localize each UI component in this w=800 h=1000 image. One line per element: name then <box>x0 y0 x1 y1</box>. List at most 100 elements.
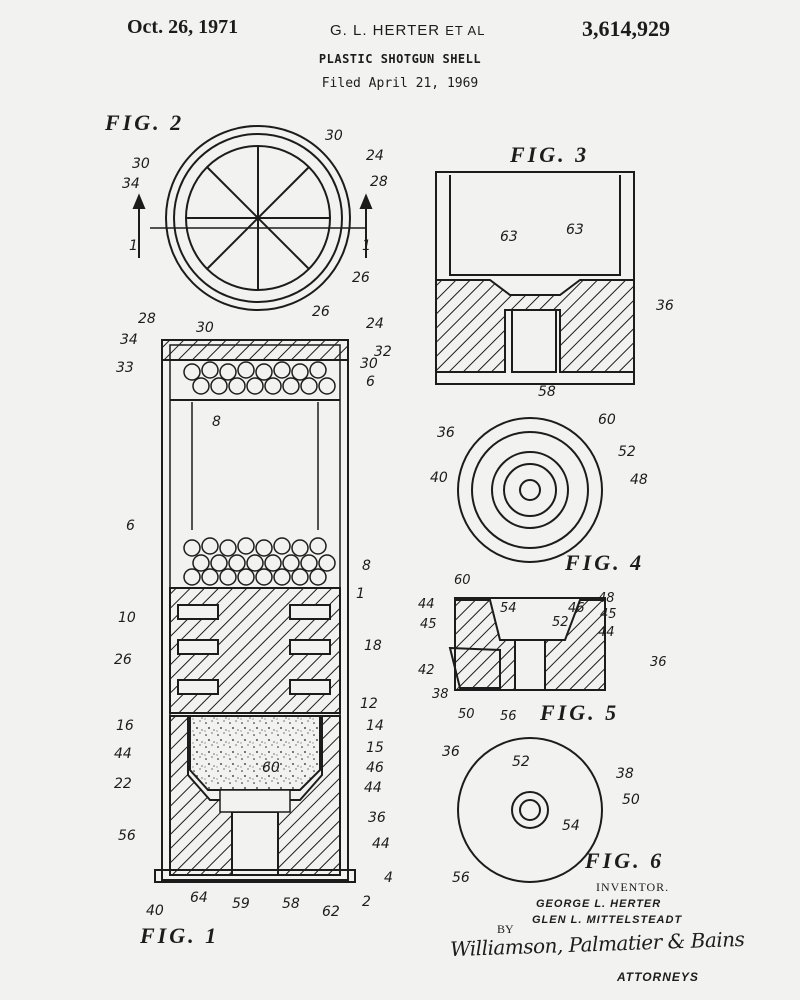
fig1-drawing <box>154 339 356 883</box>
svg-text:50: 50 <box>622 792 640 808</box>
svg-text:26: 26 <box>114 652 132 668</box>
fig4-drawing <box>457 417 603 563</box>
svg-text:26: 26 <box>352 270 370 286</box>
svg-text:44: 44 <box>598 625 615 640</box>
svg-text:48: 48 <box>598 591 615 606</box>
fig4-refs: 36 60 52 40 48 <box>430 412 648 488</box>
svg-text:48: 48 <box>630 472 648 488</box>
svg-text:36: 36 <box>442 744 460 760</box>
svg-text:64: 64 <box>190 890 208 906</box>
svg-text:22: 22 <box>114 776 132 792</box>
svg-text:30: 30 <box>360 356 378 372</box>
svg-text:59: 59 <box>232 896 250 912</box>
svg-text:33: 33 <box>116 360 134 376</box>
fig2-drawing <box>132 125 373 311</box>
svg-text:38: 38 <box>616 766 634 782</box>
svg-text:34: 34 <box>122 176 140 192</box>
svg-text:58: 58 <box>538 384 556 400</box>
by-label: BY <box>497 922 514 936</box>
et-al: ET AL <box>445 23 486 38</box>
svg-text:36: 36 <box>650 655 667 670</box>
patent-date: Oct. 26, 1971 <box>127 16 239 38</box>
svg-text:40: 40 <box>430 470 448 486</box>
svg-text:50: 50 <box>458 707 475 722</box>
svg-text:1: 1 <box>362 238 371 254</box>
fig3-drawing <box>435 171 635 385</box>
svg-text:54: 54 <box>500 601 517 616</box>
svg-text:34: 34 <box>120 332 138 348</box>
fig3-refs: 63 63 36 58 <box>500 222 674 400</box>
inventor-heading: INVENTOR. <box>596 880 670 894</box>
fig4-label: FIG. 4 <box>564 550 644 575</box>
svg-text:36: 36 <box>656 298 674 314</box>
svg-text:56: 56 <box>452 870 470 886</box>
svg-text:44: 44 <box>364 780 382 796</box>
patent-inventor-header: G. L. HERTER ET AL <box>330 22 485 39</box>
fig5-refs: 60 48 44 54 46 45 45 52 44 42 36 38 50 5… <box>418 573 667 724</box>
fig6-drawing <box>457 737 603 883</box>
svg-text:36: 36 <box>368 810 386 826</box>
inventor-name: G. L. HERTER <box>330 22 441 39</box>
svg-text:18: 18 <box>364 638 382 654</box>
fig5-drawing <box>448 597 606 691</box>
fig2-refs: 30 30 24 28 34 26 1 1 <box>122 128 388 286</box>
svg-text:2: 2 <box>362 894 371 910</box>
svg-text:26: 26 <box>312 304 330 320</box>
svg-text:10: 10 <box>118 610 136 626</box>
svg-text:46: 46 <box>568 601 585 616</box>
svg-text:28: 28 <box>138 311 156 327</box>
svg-text:30: 30 <box>132 156 150 172</box>
fig1-label: FIG. 1 <box>139 923 219 948</box>
svg-text:44: 44 <box>418 597 435 612</box>
svg-text:40: 40 <box>146 903 164 919</box>
patent-number: 3,614,929 <box>582 16 670 41</box>
svg-text:30: 30 <box>325 128 343 144</box>
filed-date: Filed April 21, 1969 <box>321 76 479 91</box>
svg-text:12: 12 <box>360 696 378 712</box>
svg-text:45: 45 <box>420 617 437 632</box>
fig3-label: FIG. 3 <box>509 142 589 167</box>
svg-text:15: 15 <box>366 740 384 756</box>
svg-text:45: 45 <box>600 607 617 622</box>
svg-text:60: 60 <box>262 760 280 776</box>
svg-text:52: 52 <box>618 444 636 460</box>
fig2-label: FIG. 2 <box>104 110 184 135</box>
svg-text:6: 6 <box>126 518 135 534</box>
svg-text:56: 56 <box>500 709 517 724</box>
svg-text:46: 46 <box>366 760 384 776</box>
svg-text:14: 14 <box>366 718 384 734</box>
inventor-name-2: GLEN L. MITTELSTEADT <box>532 914 683 926</box>
svg-text:38: 38 <box>432 687 449 702</box>
fig6-refs: 36 52 38 50 54 56 <box>442 744 640 886</box>
svg-text:56: 56 <box>118 828 136 844</box>
svg-text:30: 30 <box>196 320 214 336</box>
svg-text:42: 42 <box>418 663 435 678</box>
fig1-refs: 28 34 33 8 6 10 26 16 44 22 56 40 30 26 … <box>114 304 393 920</box>
attorneys-label: ATTORNEYS <box>617 970 699 984</box>
inventor-name-1: GEORGE L. HERTER <box>536 898 662 910</box>
svg-text:60: 60 <box>454 573 471 588</box>
svg-text:63: 63 <box>566 222 584 238</box>
svg-text:8: 8 <box>212 414 221 430</box>
svg-text:58: 58 <box>282 896 300 912</box>
patent-title: PLASTIC SHOTGUN SHELL <box>318 52 482 66</box>
svg-text:52: 52 <box>512 754 530 770</box>
svg-text:36: 36 <box>437 425 455 441</box>
svg-text:1: 1 <box>129 238 138 254</box>
svg-text:54: 54 <box>562 818 580 834</box>
svg-text:44: 44 <box>114 746 132 762</box>
fig5-label: FIG. 5 <box>539 700 619 725</box>
svg-text:62: 62 <box>322 904 340 920</box>
svg-text:8: 8 <box>362 558 371 574</box>
svg-text:52: 52 <box>552 615 569 630</box>
svg-text:24: 24 <box>366 316 384 332</box>
fig6-label: FIG. 6 <box>584 848 664 873</box>
svg-text:60: 60 <box>598 412 616 428</box>
svg-text:4: 4 <box>384 870 393 886</box>
svg-text:1: 1 <box>356 586 365 602</box>
svg-text:63: 63 <box>500 229 518 245</box>
svg-text:32: 32 <box>374 344 392 360</box>
svg-text:28: 28 <box>370 174 388 190</box>
